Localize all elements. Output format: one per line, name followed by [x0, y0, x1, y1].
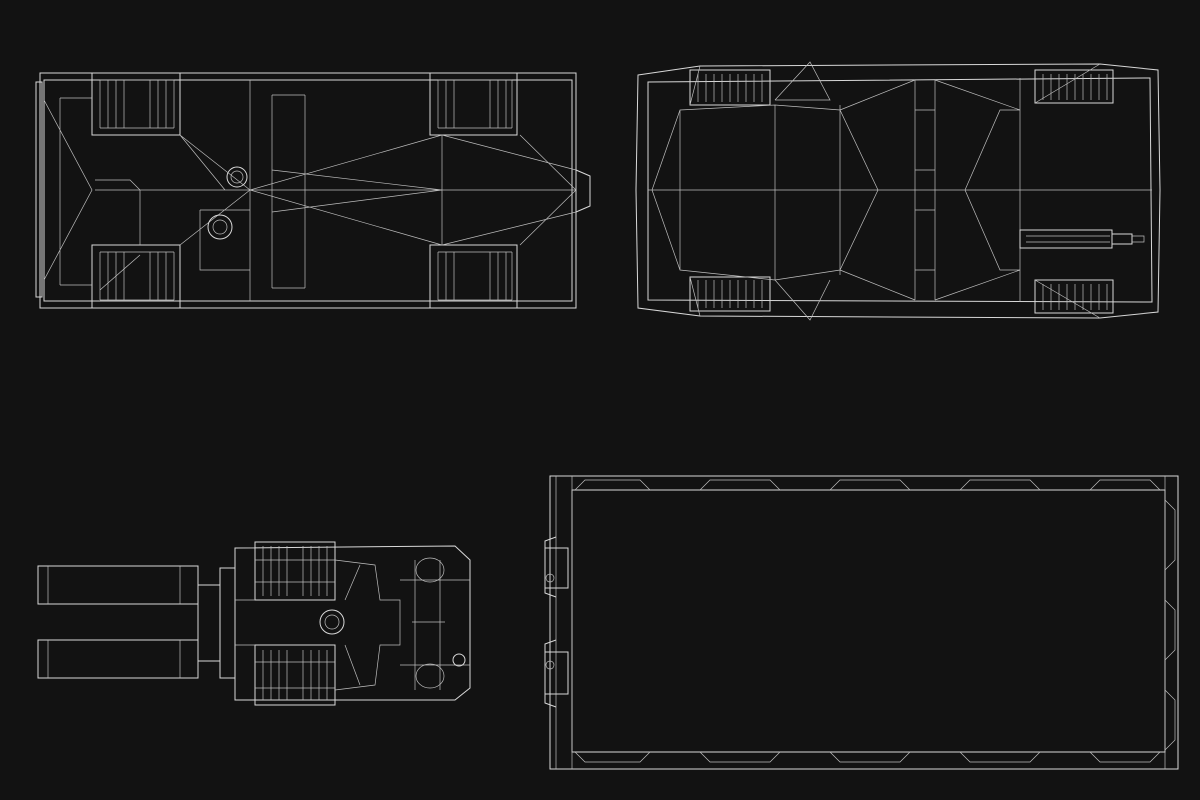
front-tire-right [254, 644, 336, 706]
wheel-front-left [91, 72, 181, 136]
front-tire-left [254, 541, 336, 601]
forklift-top-view [37, 541, 471, 706]
wheel-rear-left [1034, 69, 1114, 104]
fork-right [37, 639, 199, 679]
wheel-rear-right [429, 244, 518, 309]
wheel-rear-left [429, 72, 518, 136]
steering-wheel-circle [319, 609, 345, 635]
mast [197, 584, 221, 662]
side-bracket-upper [544, 536, 569, 598]
exhaust-pipe [1019, 229, 1145, 249]
wheel-front-right [91, 244, 181, 309]
wheel-front-right [689, 276, 771, 312]
fork-left [37, 565, 199, 605]
spare-tire-circle [207, 214, 233, 240]
wheel-rear-right [1034, 279, 1114, 314]
fuel-cap-circle [226, 166, 248, 188]
trailer-top-view [544, 475, 1179, 770]
car-body-top-view [635, 61, 1161, 321]
small-cap-circle [452, 653, 466, 667]
truck-chassis-top-view [35, 72, 591, 309]
wheel-front-left [689, 69, 771, 106]
side-bracket-lower [544, 639, 569, 708]
